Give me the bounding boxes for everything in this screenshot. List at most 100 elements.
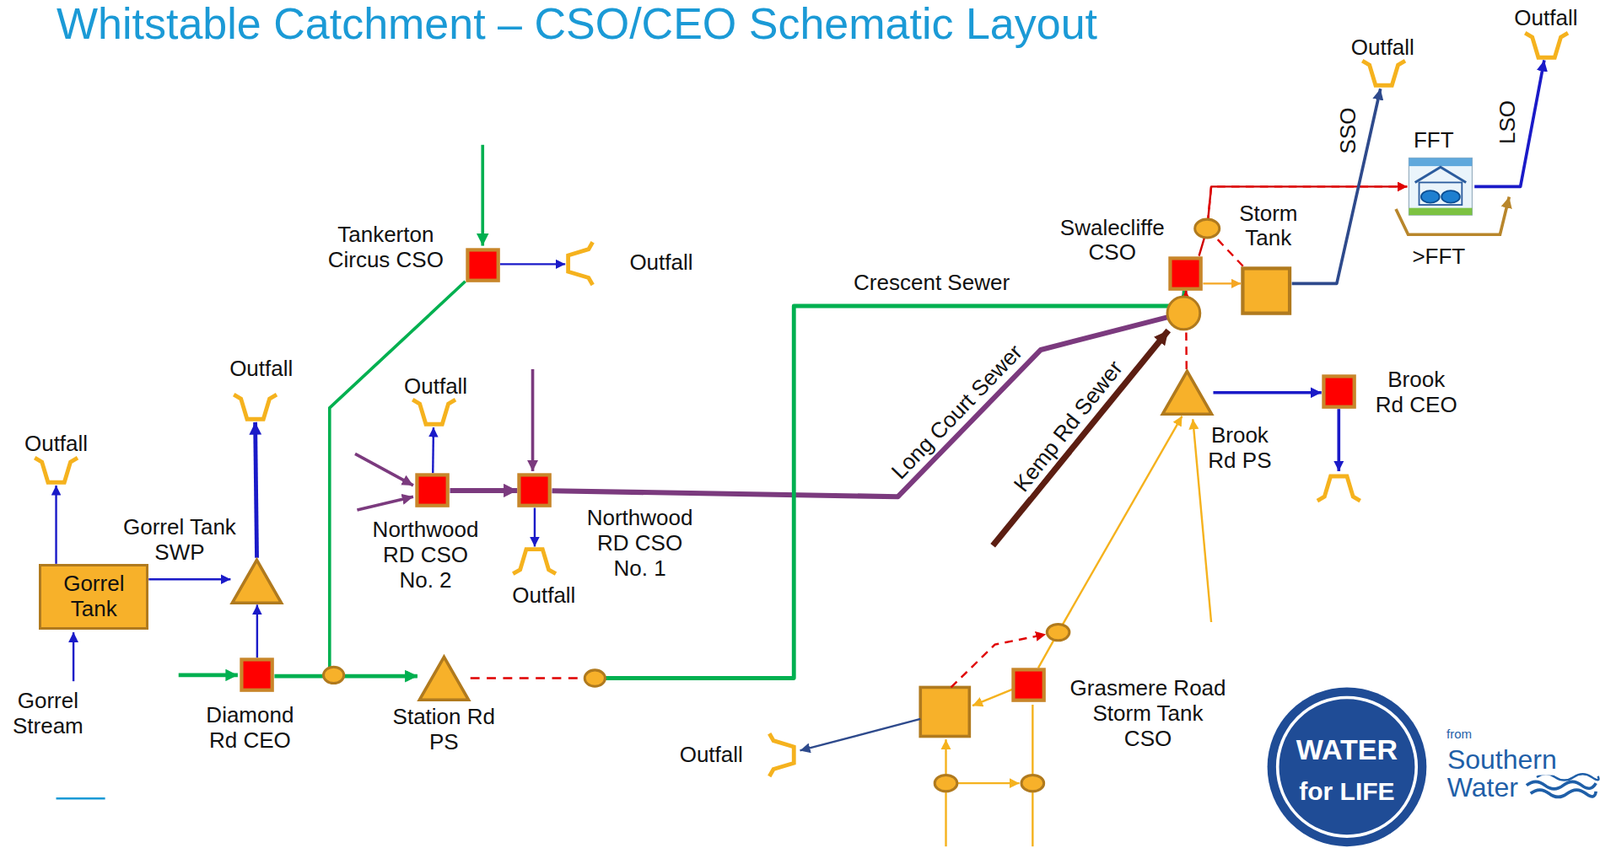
- outfall-symbol: [233, 394, 277, 420]
- sewer-line: [431, 427, 435, 474]
- sewer-connector: [500, 263, 566, 265]
- outfall-shape: [232, 393, 278, 423]
- logo-waves: [1526, 781, 1596, 789]
- sewer-connector: [552, 290, 1186, 497]
- bypass-label: >FFT: [1411, 244, 1466, 270]
- logo-text: Southern: [1447, 744, 1557, 776]
- works-icon: [1421, 190, 1440, 204]
- node-label: Station Rd PS: [384, 705, 503, 756]
- overflow-chamber: Northwood RD CSO No. 1: [517, 473, 552, 508]
- outfall: Outfall: [511, 546, 557, 576]
- outfall-symbol: [513, 549, 557, 575]
- outfall: Outfall: [411, 398, 457, 428]
- sewer-inflow: [1031, 792, 1034, 847]
- logo-roundel: [1267, 687, 1428, 847]
- chamber-square: [467, 249, 498, 281]
- sewer-connector: [533, 507, 535, 547]
- node-label: Outfall: [493, 583, 595, 609]
- sewer-connector: [256, 604, 258, 658]
- logo-waves: [1530, 790, 1596, 798]
- outfall-shape: [1524, 32, 1569, 61]
- node-label: Northwood RD CSO No. 2: [366, 517, 485, 594]
- works-icon: [1409, 158, 1473, 216]
- storm-tank-box: [920, 687, 970, 737]
- outfall-symbol: [34, 457, 78, 483]
- outfall-symbol: [34, 457, 78, 483]
- storm-tank: Storm Tank: [1240, 266, 1292, 316]
- chamber-square: [242, 660, 273, 691]
- sewer-inflow: [531, 369, 535, 472]
- sewer-line: [255, 422, 258, 559]
- sewer-connector: [432, 427, 435, 474]
- stream-inflow: [72, 632, 75, 682]
- sewer-line: [450, 488, 518, 494]
- pumping-station-shape: [230, 558, 284, 606]
- junction-chamber: [323, 667, 345, 684]
- overflow-chamber-shape: [1011, 668, 1046, 703]
- stream-name: Gorrel Stream: [5, 689, 91, 740]
- outfall-symbol: [412, 399, 456, 425]
- node-label: Outfall: [610, 250, 712, 276]
- slide-rule: [56, 797, 106, 800]
- sewer-name: Long Court Sewer: [885, 339, 1029, 486]
- sewer-line: [552, 290, 1186, 497]
- overflow-pipe: [1336, 409, 1341, 472]
- outfall-shape: [1361, 59, 1407, 89]
- sewer-name: LSO: [1495, 98, 1521, 146]
- chamber-square: [1170, 258, 1202, 289]
- sewer-line: [1199, 186, 1408, 256]
- node-label: Gorrel Tank SWP: [112, 515, 248, 566]
- sewer-connector: [1292, 88, 1381, 284]
- logo-text: for LIFE: [1298, 777, 1395, 808]
- junction-chamber: [1195, 219, 1220, 238]
- node-label: Storm Tank: [1230, 201, 1307, 253]
- outfall: Outfall: [768, 732, 798, 778]
- outfall: Outfall: [33, 457, 79, 486]
- overflow-chamber: Diamond Rd CEO: [239, 657, 275, 693]
- overflow-chamber-shape: [414, 473, 450, 508]
- node-label: Diamond Rd CEO: [199, 703, 301, 755]
- sewer-connector: [1206, 186, 1407, 266]
- sewer-inflow: [178, 673, 238, 678]
- sewer-line: [1202, 282, 1241, 285]
- node-label: Outfall: [1331, 35, 1433, 61]
- overflow-chamber: Grasmere Road Storm Tank CSO: [1011, 668, 1046, 703]
- outfall-shape: [768, 732, 798, 778]
- works-icon: [1441, 190, 1460, 204]
- pumping-station: Brook Rd PS: [1160, 369, 1214, 417]
- sewer-line: [329, 281, 466, 677]
- overflow-chamber-shape: [239, 657, 275, 693]
- outfall-symbol: [412, 399, 456, 425]
- sewer-connector: [1202, 283, 1241, 285]
- chamber-square: [417, 475, 448, 507]
- sewer-line: [256, 604, 259, 658]
- sewer-line: [594, 290, 1185, 679]
- outfall-shape: [411, 398, 457, 428]
- sewer-inflow: [944, 792, 947, 847]
- pumped-main: [470, 677, 596, 679]
- overflow-chamber-shape: [1321, 374, 1357, 410]
- chamber-square: [519, 475, 550, 507]
- outfall-shape: [33, 457, 79, 486]
- junction-chamber: [1021, 775, 1045, 792]
- node-label: Outfall: [1495, 5, 1597, 32]
- sewer-inflow: [356, 496, 414, 511]
- pump-triangle: [1162, 371, 1212, 415]
- logo-ring: [1277, 698, 1417, 838]
- overflow-chamber: Swalecliffe CSO: [1168, 256, 1203, 291]
- outfall-symbol: [1317, 476, 1361, 502]
- treatment-works-shape: [1406, 156, 1475, 218]
- node-label: Outfall: [385, 374, 487, 400]
- junction-chamber: [1167, 296, 1201, 330]
- sewer-connector: [255, 422, 258, 559]
- outfall-symbol: [769, 733, 794, 777]
- sewer-line: [1292, 88, 1381, 284]
- overflow-chamber: Brook Rd CEO: [1321, 374, 1357, 410]
- logo-text: from: [1446, 727, 1472, 742]
- junction-chamber: [1046, 624, 1070, 641]
- outfall: Outfall: [1361, 59, 1407, 89]
- outfall-shape: [511, 546, 557, 576]
- sewer-connector: [450, 490, 518, 491]
- node-label: Outfall: [210, 356, 313, 383]
- sewer-connector: [470, 290, 1186, 679]
